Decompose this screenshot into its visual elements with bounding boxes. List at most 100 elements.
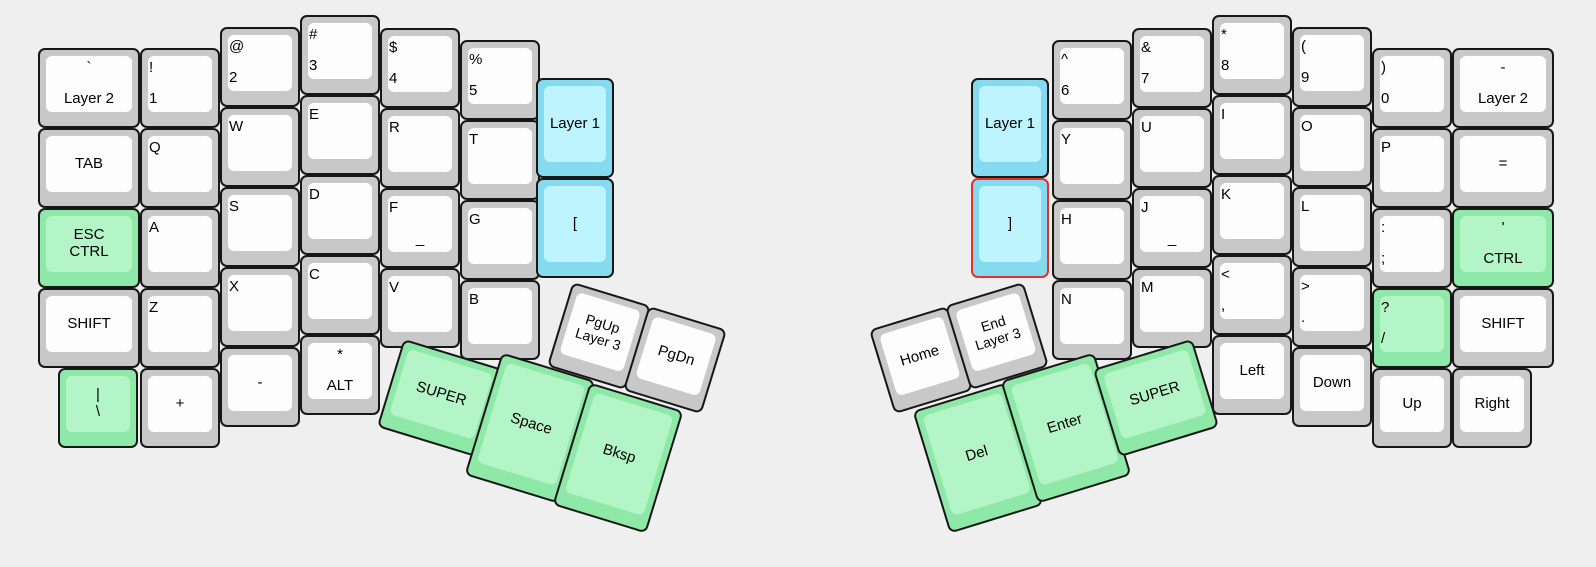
keycap-surface: [1380, 296, 1444, 352]
keycap-surface: [66, 376, 130, 432]
keycap-surface: [1460, 136, 1546, 192]
key-right-c3-r1[interactable]: & 7: [1132, 28, 1212, 108]
key-right-c3-r3-homing[interactable]: J _: [1132, 188, 1212, 268]
keycap-surface: [308, 263, 372, 319]
key-right-c7-r4[interactable]: SHIFT: [1452, 288, 1554, 368]
key-left-c6-r1[interactable]: % 5: [460, 40, 540, 120]
key-right-c6-r5-up-arrow[interactable]: Up: [1372, 368, 1452, 448]
keycap-surface: [1220, 183, 1284, 239]
key-right-c7-r2[interactable]: =: [1452, 128, 1554, 208]
keycap-surface: [1300, 35, 1364, 91]
key-right-c7-r5-right-arrow[interactable]: Right: [1452, 368, 1532, 448]
key-right-c6-r2[interactable]: P: [1372, 128, 1452, 208]
key-right-c4-r2[interactable]: I: [1212, 95, 1292, 175]
key-right-c2-r2[interactable]: Y: [1052, 120, 1132, 200]
keycap-surface: [954, 291, 1037, 373]
key-left-c6-r2[interactable]: T: [460, 120, 540, 200]
key-left-c5-r2[interactable]: R: [380, 108, 460, 188]
keycap-surface: [1460, 56, 1546, 112]
key-left-c2-r3[interactable]: A: [140, 208, 220, 288]
key-left-c1-r3[interactable]: ESC CTRL: [38, 208, 140, 288]
key-left-c1-r2[interactable]: TAB: [38, 128, 140, 208]
keycap-surface: [635, 315, 718, 397]
key-left-c3-r2[interactable]: W: [220, 107, 300, 187]
keycap-surface: [148, 296, 212, 352]
key-right-c2-r3[interactable]: H: [1052, 200, 1132, 280]
key-right-c4-r4[interactable]: < ,: [1212, 255, 1292, 335]
keycap-surface: [1380, 56, 1444, 112]
key-right-c6-r3[interactable]: : ;: [1372, 208, 1452, 288]
keycap-surface: [1300, 115, 1364, 171]
key-left-c2-r5[interactable]: +: [140, 368, 220, 448]
keycap-surface: [468, 208, 532, 264]
keycap-surface: [1060, 48, 1124, 104]
key-left-c3-r4[interactable]: X: [220, 267, 300, 347]
keycap-surface: [308, 343, 372, 399]
key-left-c2-r4[interactable]: Z: [140, 288, 220, 368]
key-left-c4-r4[interactable]: C: [300, 255, 380, 335]
keycap-surface: [878, 315, 961, 397]
key-right-c5-r5-down-arrow[interactable]: Down: [1292, 347, 1372, 427]
key-right-c2-r1[interactable]: ^ 6: [1052, 40, 1132, 120]
keycap-surface: [1140, 116, 1204, 172]
keycap-surface: [559, 291, 642, 373]
key-right-c5-r4[interactable]: > .: [1292, 267, 1372, 347]
key-left-c2-r1[interactable]: ! 1: [140, 48, 220, 128]
key-left-c6-r4[interactable]: B: [460, 280, 540, 360]
keycap-surface: [1300, 275, 1364, 331]
key-right-c4-r5-left-arrow[interactable]: Left: [1212, 335, 1292, 415]
key-left-c3-r3[interactable]: S: [220, 187, 300, 267]
keycap-surface: [1140, 36, 1204, 92]
keycap-surface: [46, 136, 132, 192]
key-left-c3-r5[interactable]: -: [220, 347, 300, 427]
keycap-surface: [388, 36, 452, 92]
key-left-c5-r4[interactable]: V: [380, 268, 460, 348]
key-left-c4-r5[interactable]: * ALT: [300, 335, 380, 415]
key-left-c4-r2[interactable]: E: [300, 95, 380, 175]
key-right-c6-r1[interactable]: ) 0: [1372, 48, 1452, 128]
keycap-surface: [564, 392, 674, 516]
keycap-surface: [148, 136, 212, 192]
key-left-c1-r5[interactable]: | \: [58, 368, 138, 448]
key-left-c6-r3[interactable]: G: [460, 200, 540, 280]
key-right-c5-r3[interactable]: L: [1292, 187, 1372, 267]
key-right-c3-r2[interactable]: U: [1132, 108, 1212, 188]
key-right-c6-r4[interactable]: ? /: [1372, 288, 1452, 368]
key-right-c4-r1[interactable]: * 8: [1212, 15, 1292, 95]
key-left-c4-r1[interactable]: # 3: [300, 15, 380, 95]
keycap-surface: [1300, 355, 1364, 411]
key-right-c7-r3[interactable]: ' CTRL: [1452, 208, 1554, 288]
key-left-c4-r3[interactable]: D: [300, 175, 380, 255]
keycap-surface: [544, 86, 606, 162]
key-left-c5-r1[interactable]: $ 4: [380, 28, 460, 108]
key-left-c5-r3-homing[interactable]: F _: [380, 188, 460, 268]
keycap-surface: [979, 86, 1041, 162]
key-left-c1-r1[interactable]: ` Layer 2: [38, 48, 140, 128]
keycap-surface: [1380, 216, 1444, 272]
key-left-c1-r4[interactable]: SHIFT: [38, 288, 140, 368]
key-right-c2-r4[interactable]: N: [1052, 280, 1132, 360]
key-right-c5-r2[interactable]: O: [1292, 107, 1372, 187]
keycap-surface: [1060, 288, 1124, 344]
keycap-surface: [1102, 348, 1207, 440]
key-left-c7-bracket[interactable]: [: [536, 178, 614, 278]
keycap-surface: [468, 48, 532, 104]
key-right-c7-r1[interactable]: - Layer 2: [1452, 48, 1554, 128]
keycap-surface: [228, 275, 292, 331]
keycap-surface: [228, 115, 292, 171]
keycap-surface: [46, 56, 132, 112]
key-left-c2-r2[interactable]: Q: [140, 128, 220, 208]
key-right-c1-layer1[interactable]: Layer 1: [971, 78, 1049, 178]
keycap-surface: [1140, 276, 1204, 332]
key-left-c7-layer1[interactable]: Layer 1: [536, 78, 614, 178]
key-right-c3-r4[interactable]: M: [1132, 268, 1212, 348]
key-right-c5-r1[interactable]: ( 9: [1292, 27, 1372, 107]
keycap-surface: [1220, 343, 1284, 399]
keycap-surface: [308, 183, 372, 239]
keycap-surface: [148, 376, 212, 432]
key-right-c4-r3[interactable]: K: [1212, 175, 1292, 255]
key-left-c3-r1[interactable]: @ 2: [220, 27, 300, 107]
keycap-surface: [308, 23, 372, 79]
key-right-c1-bracket-selected[interactable]: ]: [971, 178, 1049, 278]
